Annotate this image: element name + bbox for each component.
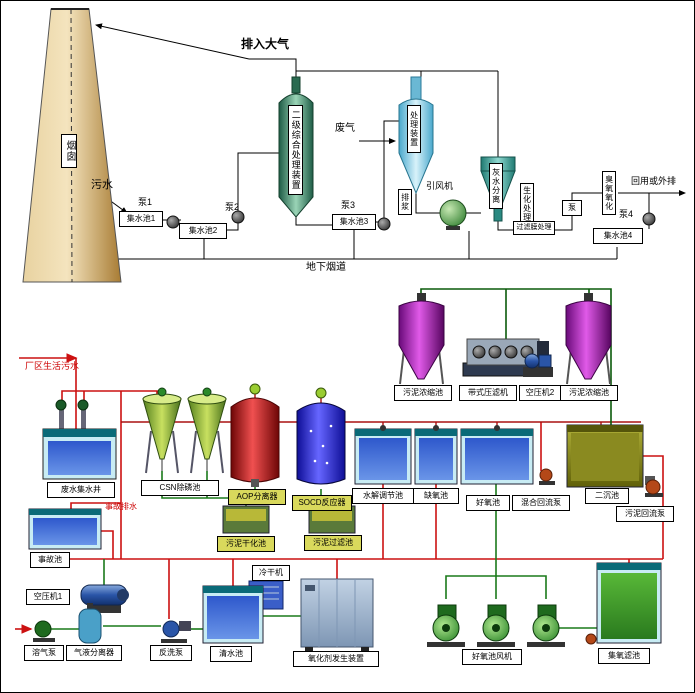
sludge-thickener-right (565, 293, 612, 385)
oxy-filter-tank (585, 562, 662, 645)
oxy-filter-box: 集氧滤池 (598, 648, 650, 664)
cyclone-label: 处理装置 (407, 105, 421, 153)
thickener-left-box: 污泥浓缩池 (394, 385, 452, 401)
top-pumps (166, 210, 656, 231)
anoxic-box: 缺氧池 (413, 488, 459, 504)
socd-reactor-vessel (296, 387, 346, 485)
pump3-label: 泵3 (341, 200, 356, 210)
thickener-right-box: 污泥浓缩池 (560, 385, 618, 401)
ozone-box: 臭氧氧化 (602, 171, 616, 215)
hydrolysis-tank (354, 425, 412, 485)
wastewater-diagram (15, 288, 664, 651)
sump2-box: 集水池2 (179, 223, 227, 239)
filter-tank-box: 污泥过滤池 (304, 535, 362, 551)
aop-separator-vessel (230, 383, 280, 487)
aerobic-blowers (427, 604, 565, 647)
chimney-label: 烟囱 (61, 134, 77, 168)
blower-3 (527, 604, 565, 647)
aerobic-tank (460, 425, 534, 485)
aerobic-box: 好氧池 (466, 495, 510, 511)
air-compressor-2 (523, 353, 553, 377)
membrane-box: 过滤膜处理 (513, 221, 555, 236)
blower-box: 好氧池风机 (462, 649, 522, 665)
anoxic-tank (414, 425, 458, 485)
column-label: 二级综合处理装置 (288, 105, 303, 195)
mix-pump-box: 混合回流泵 (512, 495, 570, 511)
hydrolysis-box: 水解调节池 (352, 488, 414, 504)
slurry-label: 排浆 (398, 189, 412, 215)
sump4-box: 集水池4 (593, 228, 643, 244)
induced-draft-fan (439, 199, 467, 230)
pump-box: 泵 (562, 200, 582, 216)
socd-box: SOCD反应器 (292, 495, 352, 511)
plant-sewage-label: 厂区生活污水 (25, 361, 80, 371)
sludge-return-pump (645, 476, 663, 497)
backwash-box: 反洗泵 (150, 645, 192, 661)
sludge-pump-box: 污泥回流泵 (616, 506, 674, 522)
air-compressor-1 (80, 584, 129, 613)
red-pipes (15, 353, 664, 634)
gas-liquid-separator-unit (78, 603, 102, 644)
gas-separator-box: 气液分离器 (66, 645, 122, 661)
well-box: 废水集水井 (47, 482, 115, 498)
wastewater-label: 污水 (91, 179, 113, 191)
mixed-reflux-pump (539, 468, 555, 485)
dissolved-air-pump (33, 620, 55, 642)
pump4-label: 泵4 (619, 209, 634, 219)
dryer-box: 冷干机 (252, 565, 290, 581)
backwash-pump-unit (161, 620, 191, 643)
accident-box: 事故池 (30, 552, 70, 568)
compressor1-box: 空压机1 (26, 589, 70, 605)
reuse-label: 回用或外排 (631, 176, 677, 186)
clean-water-tank (202, 585, 264, 644)
accident-drain-label: 事故排水 (105, 502, 137, 511)
fan-label: 引风机 (426, 181, 454, 191)
blower-1 (427, 604, 465, 647)
pump1-label: 泵1 (138, 197, 153, 207)
clarifier-box: 二沉池 (585, 488, 629, 504)
drying-box: 污泥干化池 (217, 536, 275, 552)
pump-2 (231, 210, 245, 224)
compressor2-box: 空压机2 (519, 385, 561, 401)
underground-flue-label: 地下烟道 (304, 262, 348, 274)
csn-box: CSN除磷池 (141, 480, 219, 496)
sludge-drying-tank (222, 505, 270, 534)
blower-2 (477, 604, 515, 647)
pump-3 (377, 217, 391, 231)
oxidant-generator-cabinet (300, 578, 374, 651)
clean-tank-box: 清水池 (210, 646, 252, 662)
aop-box: AOP分离器 (228, 489, 286, 505)
oxidant-box: 氧化剂发生装置 (293, 651, 379, 667)
to-atmosphere-label: 排入大气 (241, 37, 290, 51)
secondary-clarifier (566, 424, 644, 488)
pump2-label: 泵2 (225, 202, 240, 212)
sump1-box: 集水池1 (119, 211, 163, 227)
waste-gas-label: 废气 (335, 123, 355, 134)
pump-1 (166, 215, 180, 229)
pump-4 (642, 212, 656, 226)
air-pump-box: 溶气泵 (24, 645, 64, 661)
csn-phosphorus-removal (142, 387, 227, 474)
separator-label: 灰水分离 (489, 163, 503, 209)
sump3-box: 集水池3 (332, 214, 376, 230)
wastewater-collection-well (42, 399, 117, 480)
sludge-thickener-left (398, 293, 445, 385)
bio-treat-box: 生化处理 (520, 183, 534, 225)
accident-tank (28, 508, 102, 550)
press-box: 带式压滤机 (459, 385, 517, 401)
flue-gas-diagram (22, 8, 686, 283)
